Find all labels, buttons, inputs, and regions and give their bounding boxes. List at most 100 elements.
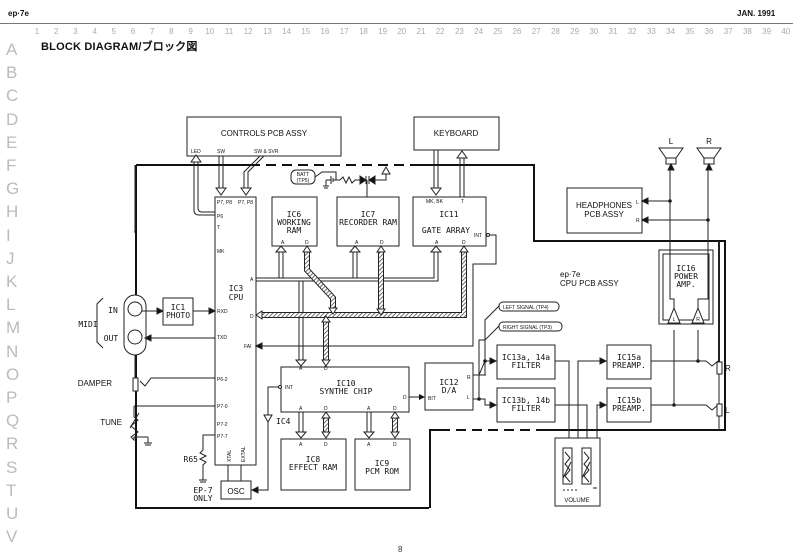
row-index-label: N [6, 341, 19, 361]
ic8-label: IC8 [306, 455, 321, 464]
ic6-pin-a: A [281, 240, 285, 246]
column-index-label: 28 [550, 27, 560, 36]
ic6-label: IC6 [287, 210, 302, 219]
ic13b-sublabel: FILTER [512, 404, 541, 413]
jack-l-label: L [725, 406, 730, 415]
ic3-pin-p6-2: P6-2 [217, 377, 228, 383]
ic12-sublabel: D/A [442, 386, 457, 395]
ic11-pin-t: T [461, 199, 464, 205]
speaker-r-label: R [706, 137, 712, 146]
ic3-pin-p7p8-b: P7, P8 [238, 200, 253, 206]
keyboard-ic11-links [430, 150, 468, 197]
speaker-l-label: L [669, 137, 674, 146]
ic3-pin-p7p8-a: P7, P8 [217, 200, 232, 206]
tune-label: TUNE [100, 418, 122, 427]
column-index-label: 27 [531, 27, 541, 36]
ic12-label: IC12 [439, 378, 458, 387]
volume-routing: VOLUME [554, 357, 608, 507]
row-index-label: Q [6, 411, 20, 431]
ic4-label: IC4 [276, 417, 291, 426]
column-index-label: 33 [646, 27, 656, 36]
ic10-pin-d-out: D [403, 395, 407, 401]
ic13b-filter-block: IC13b, 14b FILTER [496, 387, 556, 423]
ic15b-preamp-block: IC15b PREAMP. [606, 387, 652, 423]
column-index-label: 3 [73, 27, 78, 36]
model-header: ep·7e [8, 9, 29, 18]
ic3-sublabel: CPU [229, 293, 244, 302]
headphones-pin-l: L [636, 200, 639, 206]
page-title: BLOCK DIAGRAM/ブロック図 [41, 41, 198, 53]
column-index-label: 31 [608, 27, 618, 36]
ic7-pin-a: A [355, 240, 359, 246]
column-index-label: 10 [205, 27, 215, 36]
row-index-label: I [6, 225, 11, 245]
ic15a-preamp-block: IC15a PREAMP. [606, 344, 652, 380]
ic11-pin-mk-bk: MK, BK [426, 199, 444, 205]
ic10-pin-a-bottom-1: A [299, 406, 303, 412]
ic16-label: IC16 [676, 264, 695, 273]
ic7-label: IC7 [361, 210, 376, 219]
ic3-pin-xtal: XTAL [227, 450, 233, 462]
ic3-pin-a: A [250, 277, 254, 283]
page-number: 8 [398, 545, 403, 554]
row-index-label: B [6, 63, 18, 83]
ic8-pin-d: D [324, 442, 328, 448]
column-index-label: 40 [781, 27, 791, 36]
controls-pin-sw-svr: SW & SVR [254, 149, 279, 155]
damper-tune-circuit: DAMPER TUNE R65 EP-7 ONLY [78, 377, 215, 503]
column-index-label: 16 [320, 27, 330, 36]
row-index-label: D [6, 109, 19, 129]
ic4-osc-circuit: IC4 OSC [220, 385, 291, 500]
row-index-label: J [6, 248, 15, 268]
column-index-label: 38 [742, 27, 752, 36]
volume-label: VOLUME [564, 498, 589, 504]
data-bus [255, 245, 469, 367]
row-index-label: V [6, 527, 18, 547]
row-index-label: H [6, 202, 19, 222]
ic13a-sublabel: FILTER [512, 361, 541, 370]
ic3-pin-p7-7: P7-7 [217, 434, 228, 440]
column-index-label: 12 [243, 27, 253, 36]
da-filter-links [473, 339, 498, 409]
column-index-label: 34 [666, 27, 676, 36]
keyboard-label: KEYBOARD [434, 129, 479, 138]
ic10-pin-int: INT [285, 385, 293, 391]
row-index-label: O [6, 364, 20, 384]
preamp-output-links: R L [651, 241, 731, 430]
row-index-label: E [6, 132, 18, 152]
ic9-sublabel: PCM ROM [365, 467, 399, 476]
ic9-pin-a: A [367, 442, 371, 448]
column-index-label: 17 [339, 27, 349, 36]
ic10-pin-a-top: A [299, 366, 303, 372]
column-index-label: 5 [111, 27, 117, 36]
row-index-label: M [6, 318, 21, 338]
ic3-label: IC3 [229, 284, 244, 293]
ic12-pin-bit: BIT [428, 396, 436, 402]
cpu-pcb-label: CPU PCB ASSY [560, 279, 619, 288]
osc-label: OSC [227, 487, 245, 496]
column-index-label: 11 [224, 27, 234, 36]
row-index-label: U [6, 504, 19, 523]
midi-section: IC1 PHOTO IN OUT MIDI [78, 165, 217, 378]
tp4-label: LEFT SIGNAL (TP4) [503, 305, 549, 311]
ic7-recorder-ram-block: IC7 RECORDER RAM A D [336, 196, 400, 247]
ic8-pin-a: A [299, 442, 303, 448]
ic3-pin-d: D [250, 314, 254, 320]
ic11-pin-a: A [435, 240, 439, 246]
ic3-pin-txd: TXD [217, 335, 227, 341]
ic3-pin-extal: EXTAL [241, 446, 247, 462]
ic7-pin-d: D [380, 240, 384, 246]
ic10-memory-links [294, 411, 400, 439]
keyboard-block: KEYBOARD [413, 116, 500, 151]
ic3-pin-rxd: RXD [217, 309, 228, 315]
cpu-pcb-model-label: ep·7e [560, 270, 581, 279]
ic3-pin-t: T [217, 225, 220, 231]
ic12-pin-r: R [467, 375, 471, 381]
ic1-sublabel: PHOTO [166, 311, 190, 320]
column-index-label: 35 [685, 27, 695, 36]
ic15a-sublabel: PREAMP. [612, 361, 646, 370]
headphones-sublabel: PCB ASSY [584, 210, 624, 219]
column-index-label: 7 [149, 27, 155, 36]
headphones-label: HEADPHONES [576, 201, 632, 210]
